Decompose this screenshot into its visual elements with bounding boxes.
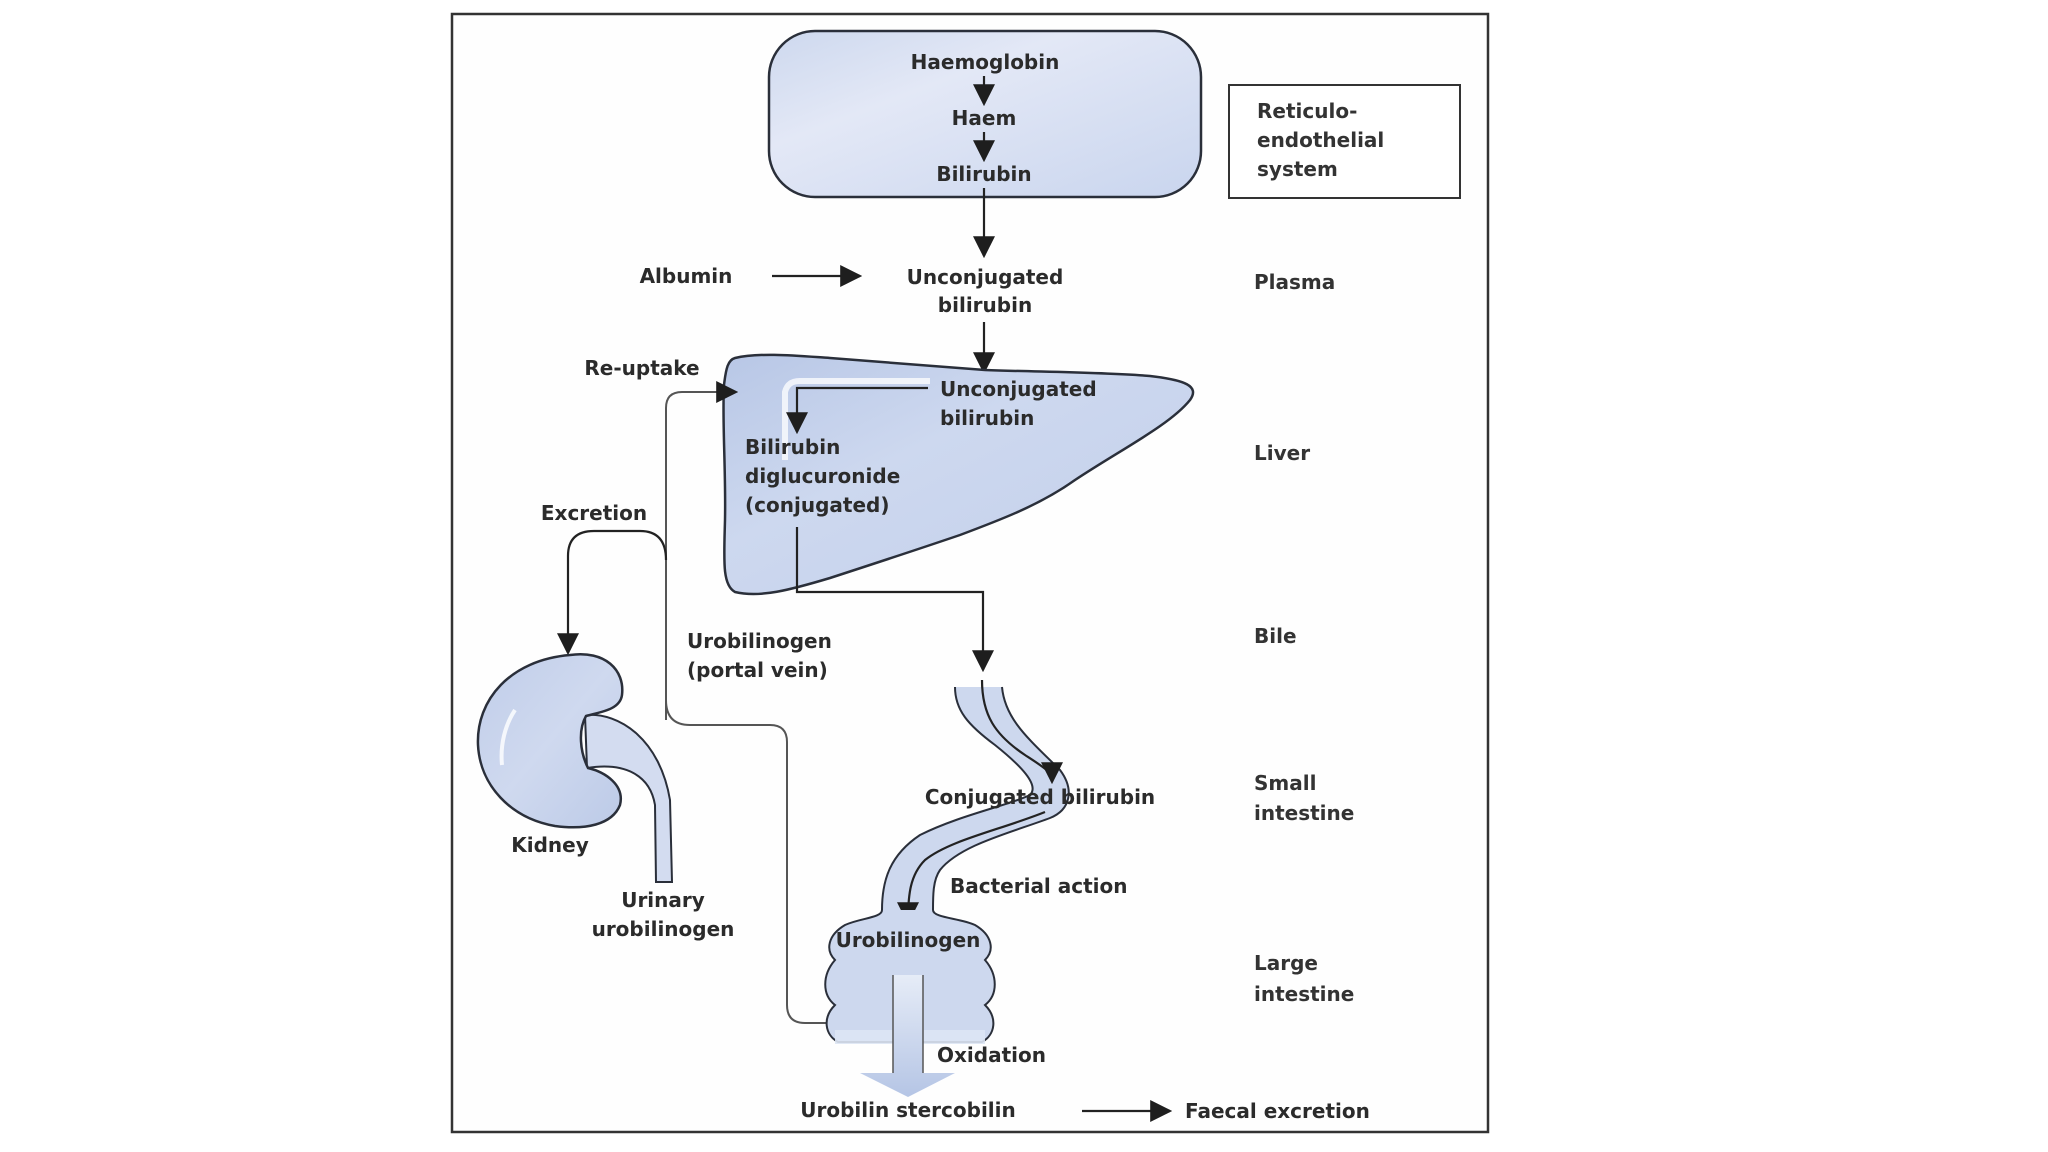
kidney-shape (476, 652, 624, 829)
reticuloendothelial-legend-box (1228, 84, 1461, 199)
urobilinogen-label: Urobilinogen (836, 928, 981, 952)
conjugated-line-2: diglucuronide (745, 464, 900, 488)
excretion-arrow (557, 529, 668, 656)
plasma-unconjugated-line-2: bilirubin (938, 293, 1032, 317)
legend-line-3: system (1257, 157, 1338, 181)
conjugated-line-1: Bilirubin (745, 435, 840, 459)
bacterial-action-label: Bacterial action (950, 874, 1128, 898)
compartment-liver: Liver (1254, 441, 1310, 465)
haemoglobin-label: Haemoglobin (911, 50, 1060, 74)
compartment-small-intestine-2: intestine (1254, 801, 1354, 825)
urinary-line-2: urobilinogen (592, 917, 735, 941)
kidney-label: Kidney (511, 833, 589, 857)
ureter (583, 713, 674, 883)
liver-highlight (782, 378, 930, 460)
plasma-unconjugated-line-1: Unconjugated (907, 265, 1064, 289)
portal-line-1: Urobilinogen (687, 629, 832, 653)
compartment-small-intestine-1: Small (1254, 771, 1316, 795)
compartment-bile: Bile (1254, 624, 1297, 648)
kidney-highlight (499, 708, 517, 766)
small-intestine-tube (882, 687, 1069, 910)
faecal-excretion-label: Faecal excretion (1185, 1099, 1370, 1123)
small-intestine-flow-arrow (980, 679, 1063, 785)
bilirubin-label: Bilirubin (936, 162, 1031, 186)
compartment-plasma: Plasma (1254, 270, 1335, 294)
excretion-label: Excretion (541, 501, 647, 525)
liver-to-bile-arrow (795, 527, 994, 673)
urobilin-stercobilin-label: Urobilin stercobilin (800, 1098, 1016, 1122)
small-intestine-left-wall (881, 686, 1034, 911)
reuptake-label: Re-uptake (584, 356, 699, 380)
oxidation-block-arrow (860, 975, 955, 1097)
portal-line-2: (portal vein) (687, 658, 828, 682)
liver-shape (722, 353, 1195, 596)
liver-unconjugated-line-2: bilirubin (940, 406, 1034, 430)
compartment-large-intestine-1: Large (1254, 951, 1318, 975)
urinary-line-1: Urinary (621, 888, 705, 912)
conjugated-bilirubin-label: Conjugated bilirubin (925, 785, 1155, 809)
liver-unconjugated-line-1: Unconjugated (940, 377, 1097, 401)
compartment-large-intestine-2: intestine (1254, 982, 1354, 1006)
bacterial-flow-arrow (897, 810, 1046, 925)
reuptake-arrow (665, 381, 739, 720)
haem-label: Haem (952, 106, 1017, 130)
legend-line-1: Reticulo- (1257, 99, 1357, 123)
conjugation-arrow (786, 386, 928, 435)
albumin-label: Albumin (640, 264, 733, 288)
small-intestine-right-wall (932, 686, 1070, 911)
oxidation-label: Oxidation (937, 1043, 1046, 1067)
legend-line-2: endothelial (1257, 128, 1384, 152)
conjugated-line-3: (conjugated) (745, 493, 889, 517)
